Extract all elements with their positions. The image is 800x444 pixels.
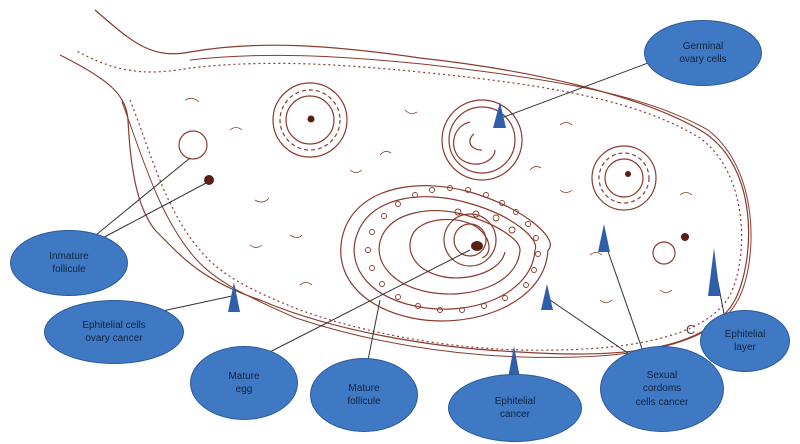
label-ephitelial-cancer: Ephitelial cancer [448, 374, 582, 442]
follicle-small-left [272, 82, 348, 158]
label-germinal-ovary-cells: Germinal ovary cells [644, 20, 762, 86]
marker-epithelial-layer [708, 248, 720, 296]
label-ephitelial-cells-ovary-cancer: Ephitelial cells ovary cancer [44, 300, 184, 364]
label-inmature-follicule: Inmature follicule [10, 230, 128, 296]
label-mature-egg: Mature egg [190, 346, 298, 420]
label-sexual-cordoms-cells-cancer: Sexual cordoms cells cancer [600, 346, 724, 432]
marker-sexual-1 [541, 284, 553, 310]
marker-epithelial-cancer [508, 346, 520, 378]
follicle-germinal [441, 99, 523, 181]
mature-follicle [340, 185, 551, 322]
marker-epithelial-cells [228, 282, 240, 312]
stray-letter: C [686, 322, 696, 337]
marker-sexual-2 [598, 224, 610, 252]
label-ephitelial-layer: Ephitelial layer [700, 310, 790, 372]
follicle-right [591, 145, 657, 211]
marker-germinal [493, 102, 506, 128]
immature-follicle [178, 130, 208, 160]
label-mature-follicule: Mature follicule [310, 358, 418, 432]
mature-egg-nucleus [471, 241, 483, 251]
